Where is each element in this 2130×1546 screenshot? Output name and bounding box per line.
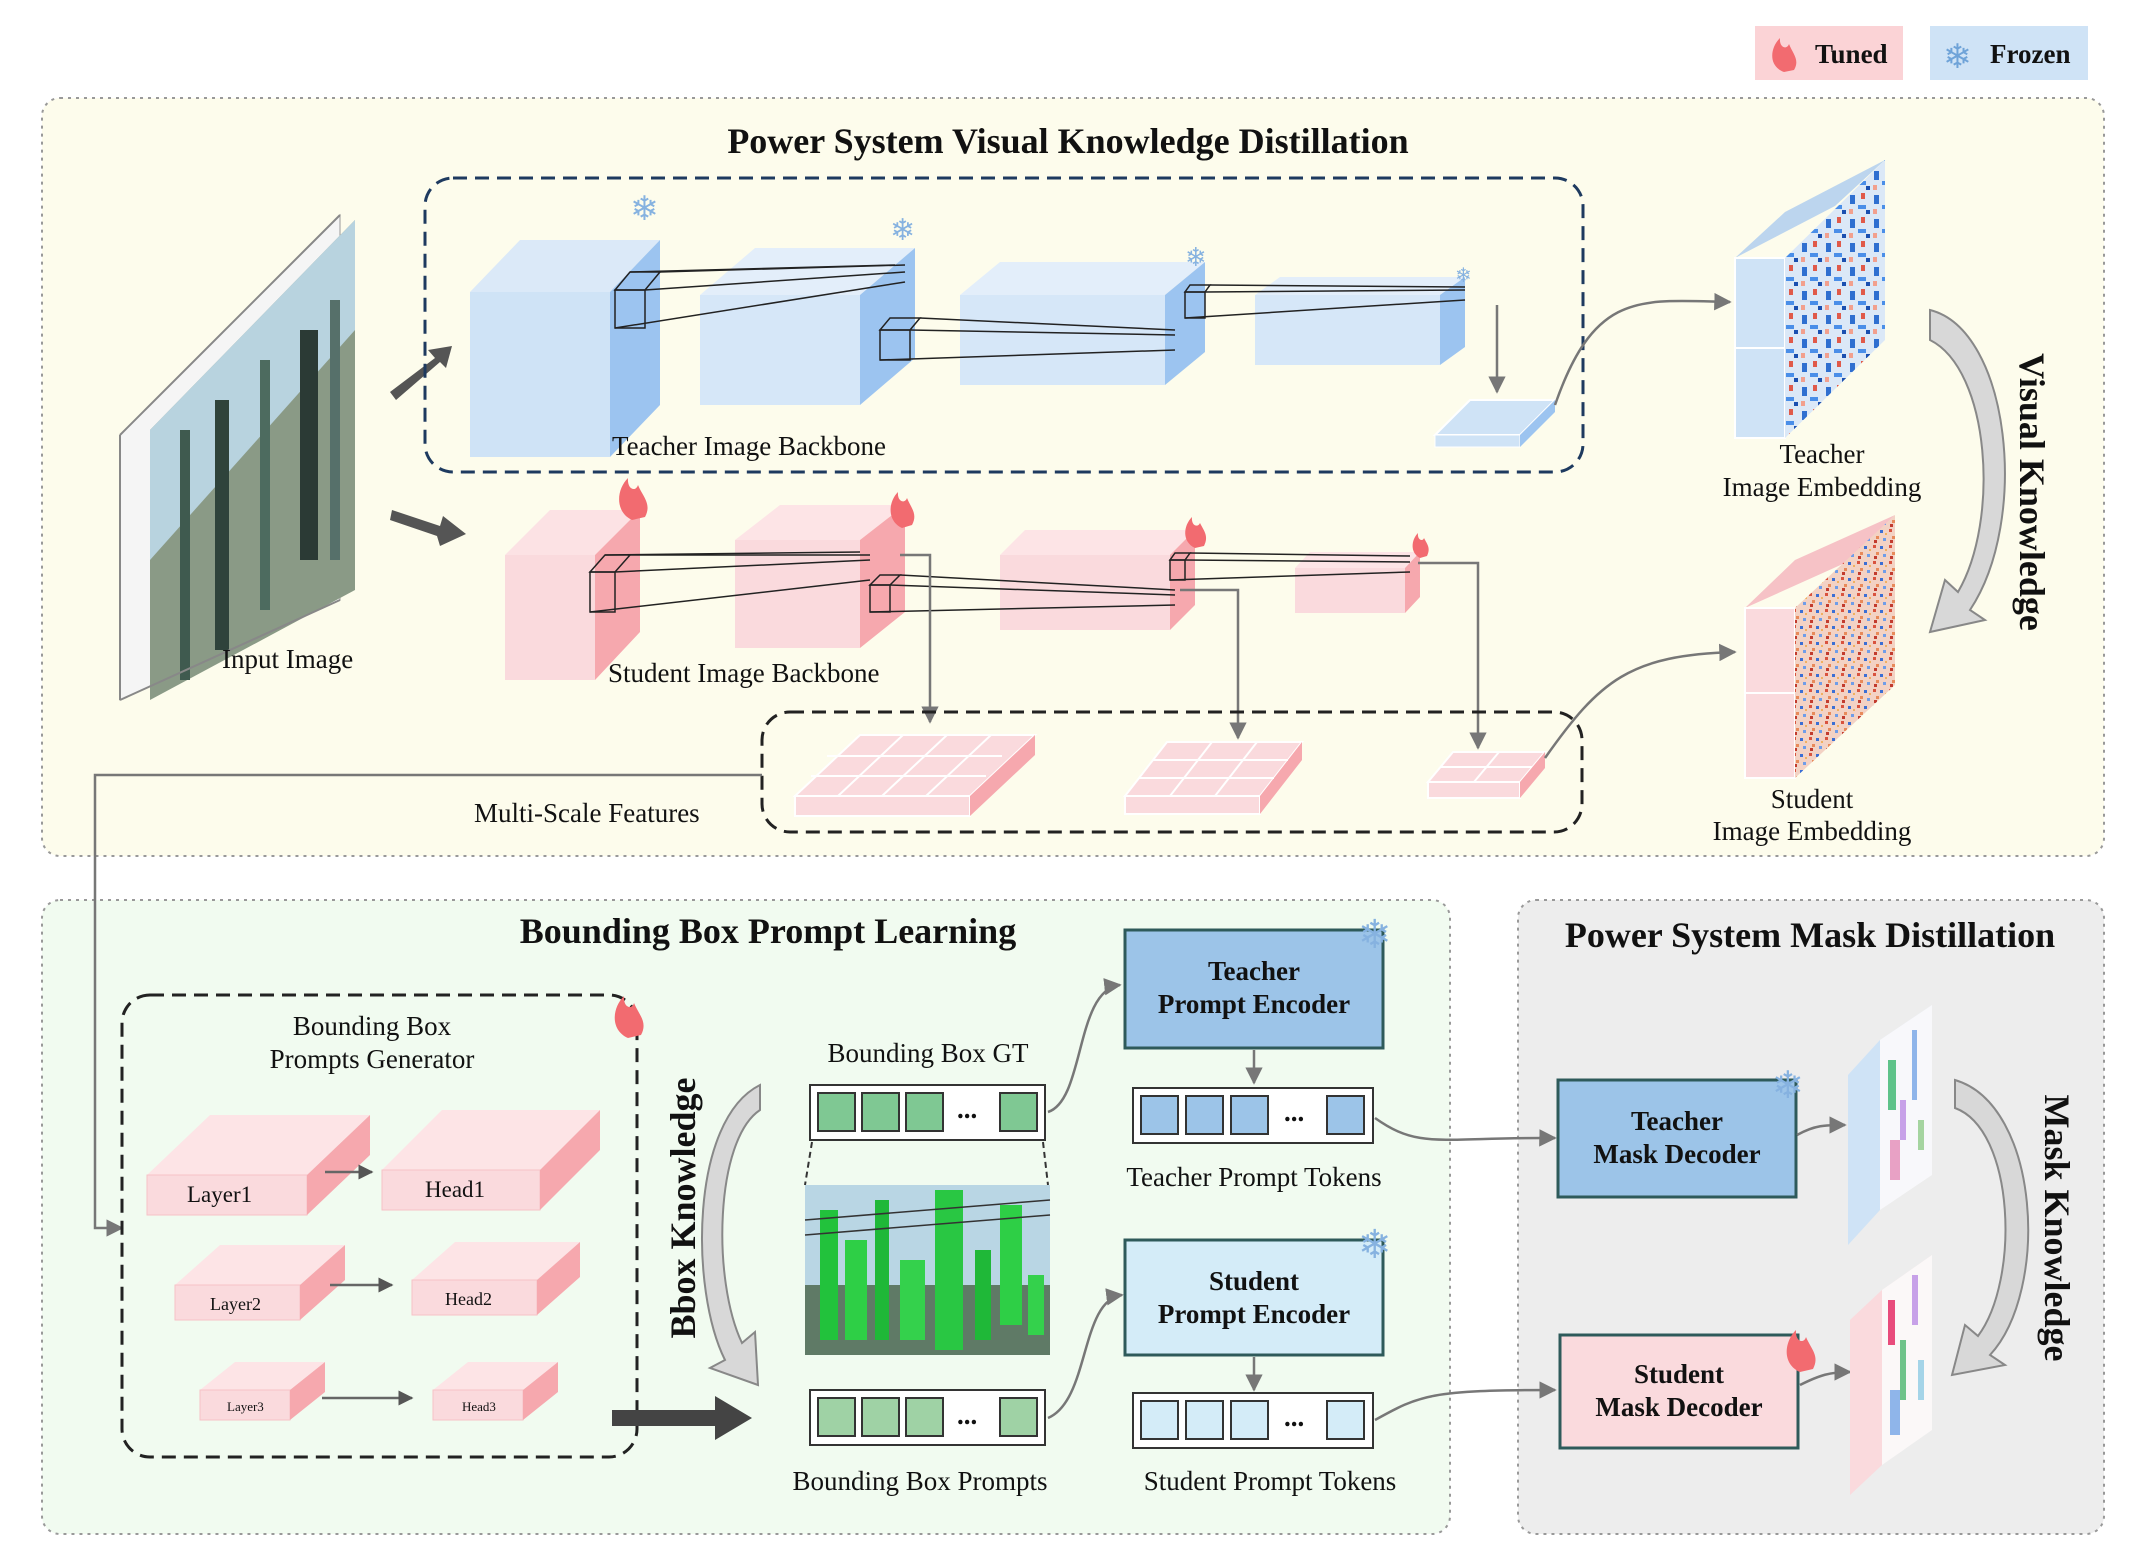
multi-scale-label: Multi-Scale Features (474, 798, 700, 828)
student-prompt-encoder-label-2: Prompt Encoder (1158, 1299, 1350, 1329)
snowflake-icon: ❄ (630, 189, 659, 229)
teacher-prompt-encoder-label-1: Teacher (1208, 956, 1300, 986)
head3-label: Head3 (462, 1399, 496, 1414)
bbox-gt-label: Bounding Box GT (827, 1038, 1029, 1068)
teacher-mask-decoder (1556, 1078, 1798, 1199)
teacher-prompt-tokens (1132, 1087, 1374, 1144)
student-to-ms-arrow-1 (900, 553, 939, 724)
student-prompt-tokens (1132, 1392, 1374, 1449)
snowflake-icon: ❄ (1772, 1063, 1804, 1107)
bbox-prompts-ellipsis: ... (957, 1400, 977, 1430)
head2-label: Head2 (445, 1289, 492, 1309)
snowflake-icon: ❄ (890, 213, 915, 248)
bbox-gt-image (804, 1185, 1051, 1355)
gt-to-teacher-encoder-arrow (1047, 978, 1122, 1114)
prompts-generator-group (120, 993, 639, 1459)
head1-label: Head1 (425, 1177, 485, 1202)
fire-icon (1412, 533, 1429, 558)
teacher-image-embedding (1734, 160, 1885, 439)
teacher-mask-decoder-label-1: Teacher (1631, 1106, 1723, 1136)
legend-frozen-box (1930, 26, 2088, 80)
legend: Tuned ❄ Frozen (1755, 26, 2088, 80)
teacher-tokens-label: Teacher Prompt Tokens (1126, 1162, 1381, 1192)
student-mask-decoder-label-1: Student (1634, 1359, 1724, 1389)
teacher-mask-output (1848, 1005, 1932, 1245)
teacher-embedding-label-1: Teacher (1779, 439, 1864, 469)
visual-distillation-title: Power System Visual Knowledge Distillati… (727, 121, 1408, 161)
student-decoder-to-mask-arrow (1799, 1363, 1852, 1387)
multi-scale-features (792, 734, 1548, 817)
fire-icon (1772, 38, 1797, 72)
teacher-to-embed-arrow (1553, 292, 1732, 406)
student-to-ms-arrow-2 (1180, 588, 1247, 740)
bbox-prompt-title: Bounding Box Prompt Learning (520, 911, 1016, 951)
input-image-label: Input Image (222, 644, 353, 674)
teacher-decoder-to-mask-arrow (1796, 1116, 1847, 1137)
layer1-label: Layer1 (187, 1182, 252, 1207)
teacher-prompt-encoder-label-2: Prompt Encoder (1158, 989, 1350, 1019)
teacher-mask-decoder-label-2: Mask Decoder (1593, 1139, 1760, 1169)
student-mask-output (1850, 1255, 1932, 1495)
student-tokens-label: Student Prompt Tokens (1144, 1466, 1397, 1496)
bbox-prompt-panel (41, 899, 1451, 1535)
teacher-backbone-label: Teacher Image Backbone (612, 431, 886, 461)
visual-knowledge-arrow (1928, 308, 2006, 634)
multi-scale-group (760, 710, 1584, 834)
snowflake-icon: ❄ (1358, 912, 1392, 958)
legend-frozen-label: Frozen (1990, 39, 2070, 69)
student-tokens-to-decoder-arrow (1374, 1381, 1557, 1422)
visual-knowledge-label: Visual Knowledge (2012, 353, 2052, 631)
input-image (119, 213, 355, 701)
student-embedding-label-2: Image Embedding (1713, 816, 1912, 846)
student-backbone-label: Student Image Backbone (608, 658, 879, 688)
mask-knowledge-arrow (1950, 1078, 2030, 1377)
bbox-gt-tokens (809, 1084, 1046, 1141)
student-image-embedding (1744, 515, 1895, 779)
teacher-tokens-to-decoder-arrow (1374, 1116, 1557, 1147)
teacher-embedding-label-2: Image Embedding (1723, 472, 1922, 502)
teacher-backbone-group (423, 176, 1585, 474)
bbox-prompts-label: Bounding Box Prompts (792, 1466, 1047, 1496)
mask-knowledge-label: Mask Knowledge (2037, 1094, 2077, 1361)
bbox-knowledge-label: Bbox Knowledge (663, 1077, 703, 1338)
fire-icon (1786, 1330, 1816, 1372)
fire-icon (890, 492, 915, 528)
teacher-prompt-encoder (1123, 928, 1385, 1050)
generator-label-1: Bounding Box (293, 1011, 452, 1041)
mask-distillation-title: Power System Mask Distillation (1565, 915, 2055, 955)
snowflake-icon: ❄ (1943, 37, 1972, 77)
fire-icon (1185, 517, 1207, 548)
student-mask-decoder-label-2: Mask Decoder (1595, 1392, 1762, 1422)
legend-tuned-label: Tuned (1815, 39, 1888, 69)
bbox-gt-ellipsis: ... (957, 1094, 977, 1124)
snowflake-icon: ❄ (1455, 263, 1472, 287)
prompts-to-student-encoder-arrow (1047, 1288, 1124, 1420)
student-tokens-ellipsis: ... (1284, 1402, 1304, 1432)
student-prompt-encoder-label-1: Student (1209, 1266, 1299, 1296)
generator-to-prompts-arrow (612, 1396, 752, 1440)
snowflake-icon: ❄ (1185, 243, 1207, 273)
input-to-teacher-arrow (390, 346, 452, 400)
student-mask-decoder (1558, 1333, 1800, 1450)
teacher-tokens-ellipsis: ... (1284, 1097, 1304, 1127)
fire-icon (619, 478, 648, 520)
snowflake-icon: ❄ (1358, 1222, 1392, 1268)
layer2-label: Layer2 (210, 1294, 261, 1314)
student-to-ms-arrow-3 (1418, 561, 1487, 750)
gt-zoom-lines (804, 1141, 1049, 1186)
generator-label-2: Prompts Generator (270, 1044, 475, 1074)
layer3-label: Layer3 (227, 1399, 264, 1414)
generator-blocks (146, 1110, 600, 1421)
bbox-knowledge-arrow (701, 1083, 761, 1387)
input-to-student-arrow (390, 510, 466, 546)
ms-to-generator-line (93, 773, 762, 1237)
student-backbone-blocks (505, 478, 1429, 680)
teacher-backbone-blocks: ❄ ❄ ❄ ❄ (470, 189, 1558, 457)
student-prompt-encoder (1123, 1238, 1385, 1357)
student-to-embed-arrow (1543, 643, 1737, 759)
student-embedding-label-1: Student (1771, 784, 1854, 814)
bbox-prompts-tokens (809, 1389, 1046, 1446)
fire-icon (614, 996, 644, 1038)
